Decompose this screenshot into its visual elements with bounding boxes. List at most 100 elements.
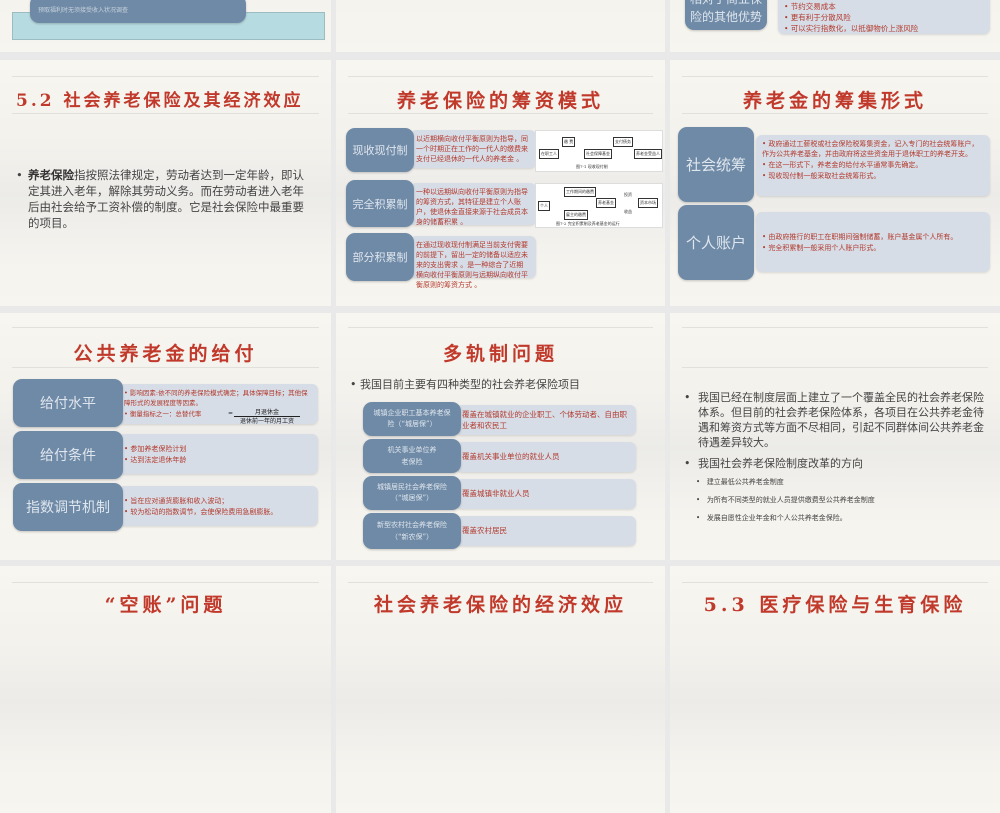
label-box: 社会统筹 bbox=[678, 127, 754, 202]
label-box: 指数调节机制 bbox=[13, 483, 123, 531]
diagram-node: 个人 bbox=[538, 201, 550, 211]
label-box: 部分积累制 bbox=[346, 233, 414, 281]
bullet: • 旨在应对通货膨胀和收入波动； bbox=[124, 497, 229, 505]
formula-equals: = bbox=[228, 410, 234, 417]
bullet: • 节约交易成本 bbox=[784, 2, 836, 11]
term: 养老保险 bbox=[28, 168, 74, 182]
text-box: 以近期横向收付平衡原则为指导，同一个时期正在工作的一代人的缴费来支付已经退休的一… bbox=[410, 130, 536, 168]
bullet: 我国已经在制度层面上建立了一个覆盖全民的社会养老保险体系。但目前的社会养老保险体… bbox=[698, 391, 984, 449]
label-box: 现收现付制 bbox=[346, 128, 414, 172]
divider bbox=[12, 367, 319, 368]
intro-bullet: • 我国目前主要有四种类型的社会养老保险项目 bbox=[350, 378, 580, 391]
diagram-node: 缴 费 bbox=[562, 137, 576, 147]
label-box: 完全积累制 bbox=[346, 180, 414, 227]
divider bbox=[348, 582, 653, 583]
formula-numerator: 月退休金 bbox=[234, 407, 300, 417]
slide-thumbnail[interactable]: 社会养老保险的经济效应 bbox=[336, 566, 665, 813]
divider bbox=[682, 327, 988, 328]
diagram-funded: 个人 工作期间的缴费 雇主的缴费 养老基金 资本市场 投资 收益 图7-2 完全… bbox=[535, 183, 663, 228]
label-box: 给付条件 bbox=[13, 431, 123, 479]
slide-thumbnail[interactable]: • 节约交易成本 • 更有利于分散风险 • 可以实行指数化，以抵御物价上涨风险 … bbox=[670, 0, 1000, 52]
diagram-node: 工作期间的缴费 bbox=[564, 187, 596, 197]
body-text: •我国已经在制度层面上建立了一个覆盖全民的社会养老保险体系。但目前的社会养老保险… bbox=[684, 391, 984, 522]
slide-title: 养老金的筹集形式 bbox=[742, 90, 927, 112]
diagram-node: 支付债务 bbox=[613, 137, 633, 147]
diagram-paygo: 缴 费 支付债务 在职工人 社会保障基金 养老金受益人 图7-1 现收现付制 bbox=[535, 130, 663, 172]
label-box: 城镇企业职工基本养老保险（“城居保”） bbox=[363, 402, 461, 436]
text-box: 覆盖在城镇就业的企业职工、个体劳动者、自由职业者和农民工 bbox=[456, 405, 636, 435]
text-box: 覆盖机关事业单位的就业人员 bbox=[456, 442, 636, 472]
divider bbox=[12, 327, 319, 328]
slide-title: 养老保险的筹资模式 bbox=[396, 90, 604, 112]
bullet: • 较为松动的指数调节，会使保险费用急剧膨胀。 bbox=[124, 508, 278, 516]
text-box: 覆盖城镇非就业人员 bbox=[456, 479, 636, 509]
definition: 指按照法律规定，劳动者达到一定年龄，即认定其进入老年，解除其劳动义务。而在劳动者… bbox=[28, 168, 304, 230]
label-box: 预取福利时无须接受收入状况调查 bbox=[30, 0, 246, 23]
diagram-caption: 图7-1 现收现付制 bbox=[576, 164, 608, 169]
slide-title: “空账”问题 bbox=[104, 594, 227, 616]
slide-thumbnail[interactable]: 预取福利时无须接受收入状况调查 bbox=[0, 0, 331, 52]
diagram-node: 雇主的缴费 bbox=[564, 210, 588, 220]
label-box: 给付水平 bbox=[13, 379, 123, 427]
diagram-label: 收益 bbox=[624, 209, 632, 214]
divider bbox=[682, 582, 988, 583]
divider bbox=[682, 113, 988, 114]
bullet: • 参加养老保险计划 bbox=[124, 445, 187, 453]
diagram-node: 在职工人 bbox=[539, 149, 559, 159]
slide-title: 5.2 社会养老保险及其经济效应 bbox=[16, 91, 304, 111]
text-box: 一种以远期纵向收付平衡原则为指导的筹资方式，其特征是建立个人账户，使退休金直接来… bbox=[410, 183, 536, 226]
label-box: 个人账户 bbox=[678, 205, 754, 280]
slide-title: 公共养老金的给付 bbox=[73, 343, 258, 365]
label-box: 机关事业单位养老保险 bbox=[363, 439, 461, 473]
slide-thumbnail[interactable]: 公共养老金的给付 • 影响因素:依不同的养老保险模式确定；具体保障目标；其他保障… bbox=[0, 313, 331, 560]
divider bbox=[12, 76, 319, 77]
label-box: 城镇居民社会养老保险（“城居保”） bbox=[363, 476, 461, 510]
slide-title: 5.3 医疗保险与生育保险 bbox=[703, 594, 967, 616]
slide-thumbnail[interactable]: 5.3 医疗保险与生育保险 bbox=[670, 566, 1000, 813]
diagram-node: 社会保障基金 bbox=[584, 149, 612, 159]
slide-thumbnail[interactable]: 多轨制问题 • 我国目前主要有四种类型的社会养老保险项目 覆盖在城镇就业的企业职… bbox=[336, 313, 665, 560]
slide-title: 多轨制问题 bbox=[442, 343, 558, 365]
label-box: 新型农村社会养老保险（“新农保”） bbox=[363, 513, 461, 549]
diagram-label: 投资 bbox=[624, 192, 632, 197]
bullet-box: • 参加养老保险计划 • 达到法定退休年龄 bbox=[118, 434, 318, 474]
bullet-box: • 由政府推行的职工在职期间强制储蓄，账户基金属个人所有。 • 完全积累制一般采… bbox=[756, 212, 990, 272]
bullet: • 在这一形式下，养老金的给付水平通常事先确定。 bbox=[762, 161, 923, 169]
diagram-node: 养老基金 bbox=[596, 198, 616, 208]
sub-bullet: 建立最低公共养老金制度 bbox=[706, 478, 784, 486]
slide-thumbnail[interactable]: “空账”问题 bbox=[0, 566, 331, 813]
bullet: • 更有利于分散风险 bbox=[784, 13, 851, 22]
divider bbox=[682, 76, 988, 77]
diagram-node: 养老金受益人 bbox=[634, 149, 662, 159]
divider bbox=[12, 582, 319, 583]
diagram-caption: 图7-2 完全积累制及养老基金的运行 bbox=[556, 221, 620, 226]
sub-bullet: 发展自愿性企业年金和个人公共养老金保险。 bbox=[706, 514, 847, 522]
diagram-node: 资本市场 bbox=[638, 198, 658, 208]
bullet: • 衡量指标之一：总替代率 bbox=[124, 410, 202, 418]
formula-denominator: 退休前一年的月工资 bbox=[239, 418, 294, 425]
bullet: • 由政府推行的职工在职期间强制储蓄，账户基金属个人所有。 bbox=[762, 233, 958, 241]
label-box: 相对于商业保险的其他优势 bbox=[685, 0, 767, 30]
slide-title: 社会养老保险的经济效应 bbox=[373, 594, 627, 616]
bullet: • 可以实行指数化，以抵御物价上涨风险 bbox=[784, 24, 919, 33]
divider bbox=[348, 327, 653, 328]
slide-thumbnail[interactable] bbox=[336, 0, 665, 52]
bullet: • 现收现付制一般采取社会统筹形式。 bbox=[762, 172, 881, 180]
text-box: 覆盖农村居民 bbox=[456, 516, 636, 546]
bullet: • 达到法定退休年龄 bbox=[124, 456, 187, 464]
divider bbox=[348, 113, 653, 114]
body-text: • 养老保险指按照法律规定，劳动者达到一定年龄，即认定其进入老年，解除其劳动义务… bbox=[16, 168, 304, 230]
divider bbox=[682, 367, 988, 368]
bullet: 我国社会养老保险制度改革的方向 bbox=[698, 457, 863, 470]
slide-thumbnail[interactable]: 养老保险的筹资模式 以近期横向收付平衡原则为指导，同一个时期正在工作的一代人的缴… bbox=[336, 60, 665, 306]
bullet-box: • 政府通过工薪税或社会保险税筹集资金，记入专门的社会统筹账户，作为公共养老基金… bbox=[756, 135, 990, 196]
bullet-box: • 旨在应对通货膨胀和收入波动； • 较为松动的指数调节，会使保险费用急剧膨胀。 bbox=[118, 486, 318, 526]
bullet: • 政府通过工薪税或社会保险税筹集资金，记入专门的社会统筹账户，作为公共养老基金… bbox=[762, 140, 979, 158]
text-box: 在通过现收现付制满足当前支付需要的前提下，留出一定的储备以适应未来的支出需求 。… bbox=[410, 236, 536, 289]
sub-bullet: 为所有不同类型的就业人员提供缴费型公共养老金制度 bbox=[706, 496, 875, 504]
slide-thumbnail[interactable]: •我国已经在制度层面上建立了一个覆盖全民的社会养老保险体系。但目前的社会养老保险… bbox=[670, 313, 1000, 560]
slide-thumbnail[interactable]: 养老金的筹集形式 • 政府通过工薪税或社会保险税筹集资金，记入专门的社会统筹账户… bbox=[670, 60, 1000, 306]
slide-thumbnail[interactable]: 5.2 社会养老保险及其经济效应 • 养老保险指按照法律规定，劳动者达到一定年龄… bbox=[0, 60, 331, 306]
divider bbox=[348, 76, 653, 77]
bullet: • 影响因素:依不同的养老保险模式确定；具体保障目标；其他保障形式的发展程度等因… bbox=[124, 389, 308, 407]
